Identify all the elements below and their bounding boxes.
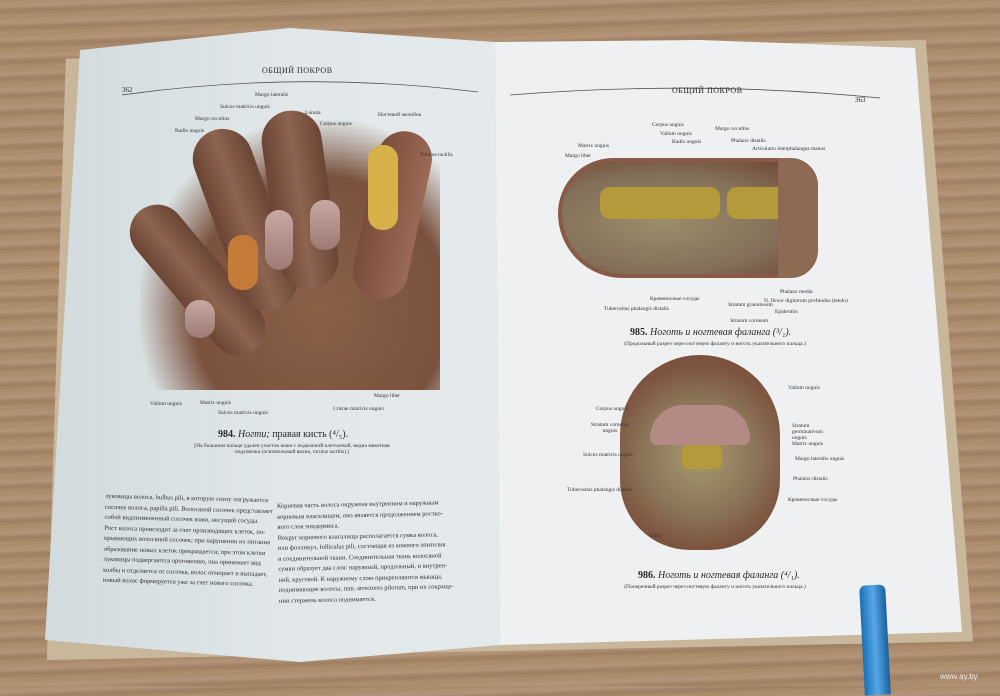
label: Cristae matricis unguis <box>333 406 384 412</box>
label: Torulus tactilis <box>420 152 453 158</box>
label: Margo occultus <box>195 116 230 122</box>
label: Stratum granulosum <box>728 302 773 308</box>
label: Tuberositas phalangis distalis <box>604 306 669 312</box>
label: Stratum corneum unguis <box>590 422 630 434</box>
page-number-left: 362 <box>122 86 133 94</box>
label: Margo lateralis unguis <box>795 456 845 462</box>
running-header-right: ОБЩИЙ ПОКРОВ <box>672 86 743 95</box>
label: Margo occultus <box>715 126 750 132</box>
label: Matrix unguis <box>200 400 232 406</box>
label: Sulcus matricis unguis <box>220 104 270 110</box>
hand-illustration <box>118 106 440 390</box>
figure-984-subtitle: [На большом пальце удален участок кожи с… <box>194 443 390 455</box>
label: Corpus unguis <box>596 406 628 412</box>
figure-985-subtitle: (Продольный разрез через ногтевую фаланг… <box>624 341 806 347</box>
label: Stratum germinativum unguis <box>792 423 823 441</box>
cross-section-illustration <box>620 355 780 550</box>
longitudinal-section-illustration <box>558 158 818 278</box>
label: Radix unguis <box>672 139 702 145</box>
label: Кровеносные сосуды <box>650 296 700 302</box>
label: Matrix unguis <box>792 441 824 447</box>
figure-984-caption: 984. Ногти; правая кисть (⁴/₅). <box>218 429 349 440</box>
running-header-left: ОБЩИЙ ПОКРОВ <box>262 66 333 75</box>
figure-985-caption: 985. Ноготь и ногтевая фаланга (³/₁). <box>630 327 792 338</box>
watermark: www.ay.by <box>940 672 978 681</box>
figure-986-caption: 986. Ноготь и ногтевая фаланга (⁴/₁). <box>638 570 800 581</box>
label: Tuberositas phalangis distalis <box>567 487 632 493</box>
label: Matrix unguis <box>578 143 610 149</box>
label: N. flexor digitorum profundus (tendo) <box>764 298 848 304</box>
label: Vallum unguis <box>150 401 182 407</box>
label: Кровеносные сосуды <box>788 497 838 503</box>
label: Sulcus matricis unguis <box>583 452 633 458</box>
label: Phalanx distalis <box>731 138 766 144</box>
label: Margo liber <box>565 153 592 159</box>
label: Sulcus matricis unguis <box>218 410 268 416</box>
text-column-2: Корневая часть волоса окружена внутренни… <box>276 499 454 605</box>
page-number-right: 363 <box>855 96 866 104</box>
label: Stratum corneum <box>730 318 769 324</box>
label: Lunula <box>305 110 321 116</box>
label: Cutis <box>650 533 662 539</box>
label: Phalanx distalis <box>793 476 828 482</box>
label: Articulatio interphalangea manus <box>752 146 826 152</box>
figure-986-subtitle: (Поперечный разрез через ногтевую фаланг… <box>624 584 806 590</box>
label: Corpus unguis <box>320 121 352 127</box>
label: Corpus unguis <box>652 122 684 128</box>
label: Margo liber <box>374 393 401 399</box>
text-column-1: луковицы волоса, bulbus pili, в которую … <box>102 492 273 588</box>
label: Vallum unguis <box>660 131 692 137</box>
label: Epidermis <box>775 309 798 315</box>
label: Margo lateralis <box>255 92 289 98</box>
label: Radix unguis <box>175 128 205 134</box>
label: Vallum unguis <box>788 385 820 391</box>
label: Phalanx media <box>780 289 813 295</box>
label: Ногтевой желобок <box>378 112 422 118</box>
